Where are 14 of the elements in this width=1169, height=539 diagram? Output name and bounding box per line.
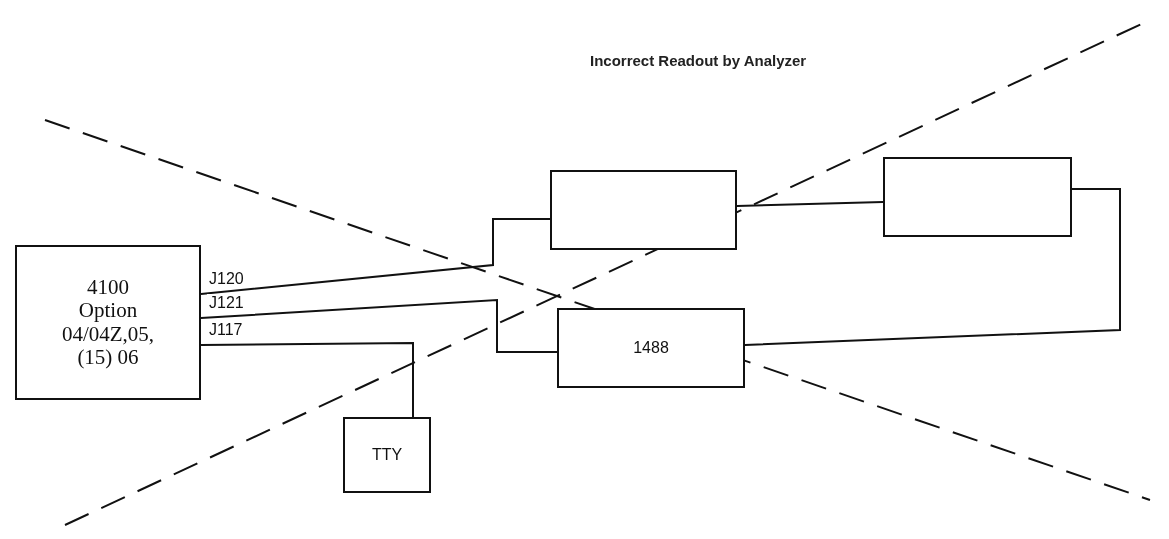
- component-box: [15, 245, 201, 400]
- component-label: 4100 Option 04/04Z,05,(15) 06: [61, 276, 155, 369]
- diagram-title: Incorrect Readout by Analyzer: [590, 52, 807, 69]
- wire-connector: [200, 342, 414, 418]
- wire-connector: [736, 201, 884, 207]
- component-box: [550, 170, 737, 250]
- component-box: [343, 417, 431, 493]
- wire-connector: [744, 188, 1121, 346]
- component-box: [883, 157, 1072, 237]
- component-label: TTY: [371, 446, 403, 464]
- component-box: [557, 308, 745, 388]
- component-label: 1488: [633, 339, 669, 357]
- wire-connector: [200, 218, 551, 295]
- wire-connector: [200, 298, 558, 353]
